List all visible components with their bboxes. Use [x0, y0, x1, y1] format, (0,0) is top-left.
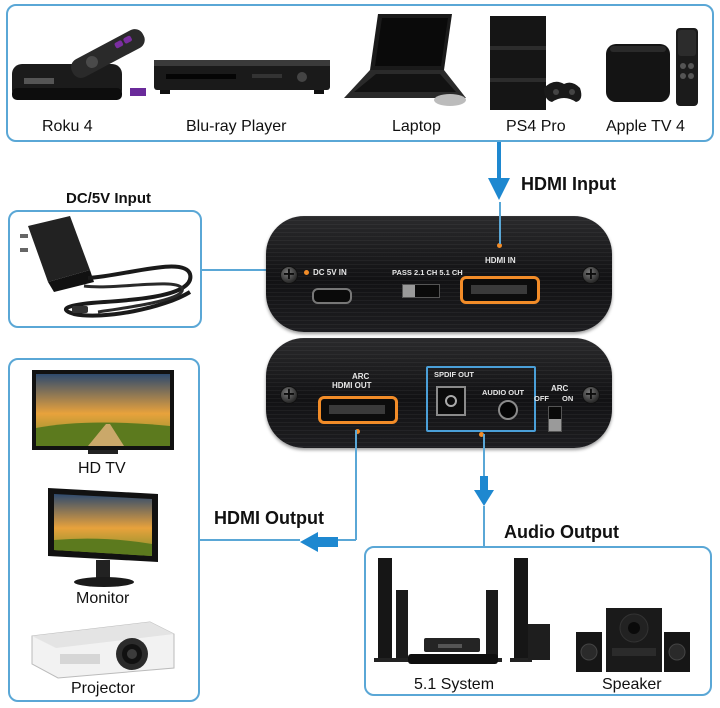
surround-speakers-icon	[374, 558, 550, 664]
arc-off-label: OFF	[534, 394, 549, 403]
hdmi-input-callout: HDMI Input	[521, 174, 616, 194]
audio-out-connector	[474, 434, 494, 546]
hdmi-output-callout: HDMI Output	[214, 508, 324, 528]
arrow-down-icon	[488, 142, 510, 200]
audio-output-callout: Audio Output	[504, 522, 619, 542]
audio-device-label: 5.1 System	[414, 676, 495, 693]
hdmi-in-connector	[499, 202, 501, 244]
switch-label: PASS 2.1 CH 5.1 CH	[392, 268, 463, 277]
hdmi-out-port-dot	[355, 429, 360, 434]
device-label: PS4 Pro	[506, 118, 566, 135]
projector-icon	[31, 621, 175, 679]
ps4-icon	[490, 16, 582, 110]
hdmi-out-label: HDMI OUT	[332, 381, 372, 390]
speaker-icon	[576, 608, 690, 672]
audio-out-jack	[498, 400, 518, 420]
screw-icon	[280, 264, 298, 284]
audio-out-dot	[479, 432, 484, 437]
spdif-label: SPDIF OUT	[434, 370, 475, 379]
output-device-label: HD TV	[78, 460, 126, 477]
dc-port-highlight	[304, 270, 309, 275]
arc-switch-label: ARC	[551, 384, 569, 393]
audio-out-label: AUDIO OUT	[482, 388, 525, 397]
output-device-label: Monitor	[76, 590, 130, 607]
hdmi-in-port-dot	[497, 243, 502, 248]
dc-input-callout: DC/5V Input	[66, 190, 151, 207]
front-panel: DC 5V IN PASS 2.1 CH 5.1 CH HDMI IN	[266, 216, 612, 332]
spdif-port	[436, 386, 466, 416]
source-devices-box	[6, 4, 714, 142]
power-adapter-icon	[20, 216, 193, 318]
bluray-icon	[154, 60, 330, 94]
arc-label: ARC	[352, 372, 370, 381]
back-panel: ARC HDMI OUT SPDIF OUT AUDIO OUT ARC OFF…	[266, 338, 612, 448]
device-label: Roku 4	[42, 118, 93, 135]
tv-icon	[32, 370, 174, 454]
device-label: Laptop	[392, 118, 441, 135]
output-device-label: Projector	[71, 680, 136, 697]
monitor-icon	[48, 488, 158, 587]
hdmi-in-label: HDMI IN	[485, 256, 516, 265]
screw-icon	[582, 384, 600, 404]
arc-switch	[548, 406, 562, 432]
laptop-icon	[344, 14, 466, 106]
dc-label: DC 5V IN	[313, 268, 347, 277]
channel-switch	[402, 284, 440, 298]
audio-ports-frame	[426, 366, 536, 432]
roku-icon	[12, 29, 146, 100]
hdmi-in-port	[460, 276, 540, 304]
audio-device-label: Speaker	[602, 676, 662, 693]
hdmi-out-port	[318, 396, 398, 424]
screw-icon	[582, 264, 600, 284]
dc-port	[312, 288, 352, 304]
arrow-left-icon	[300, 532, 338, 552]
device-label: Apple TV 4	[606, 118, 685, 135]
arc-on-label: ON	[562, 394, 574, 403]
screw-icon	[280, 384, 298, 404]
device-label: Blu-ray Player	[186, 118, 287, 135]
appletv-icon	[606, 28, 698, 106]
